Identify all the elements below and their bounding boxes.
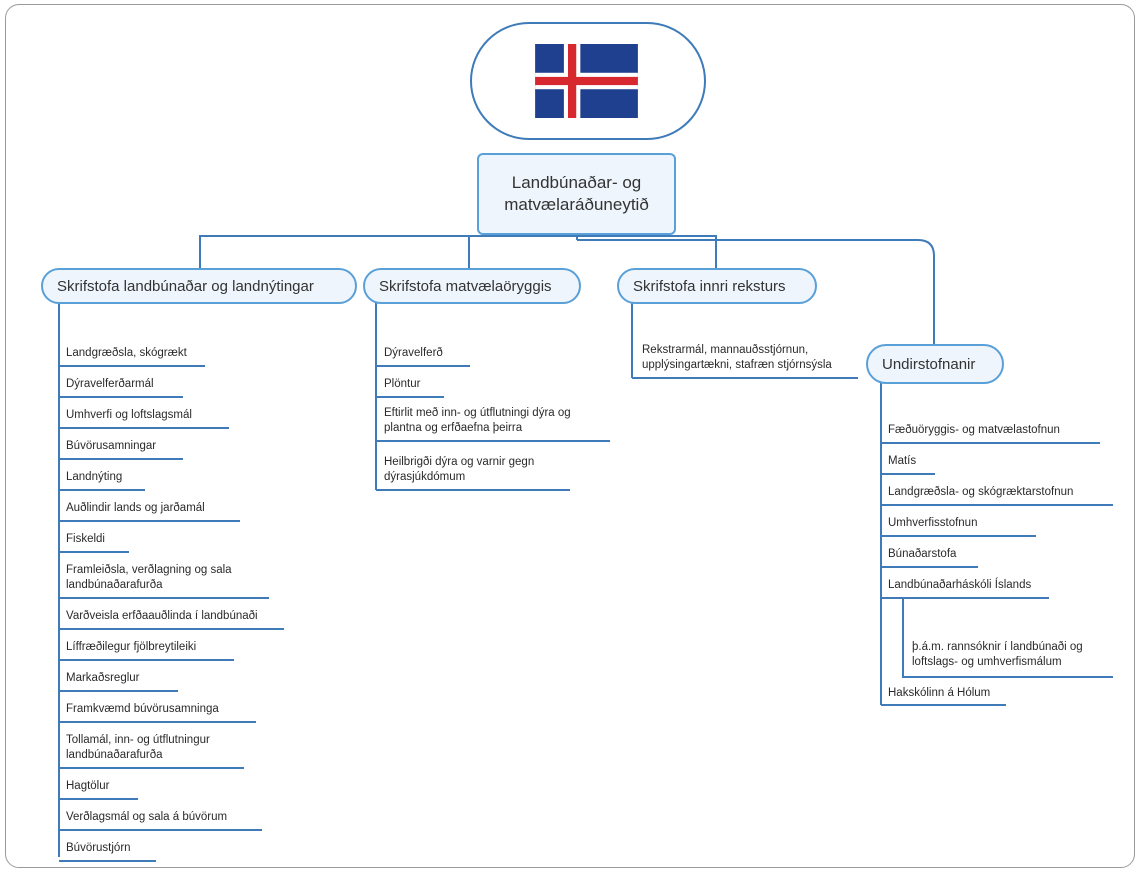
list-item: Hakskólinn á Hólum <box>888 687 991 699</box>
list-item: Líffræðilegur fjölbreytileiki <box>66 641 197 653</box>
list-item: Landgræðsla- og skógræktarstofnun <box>888 486 1074 498</box>
list-item: Plöntur <box>384 378 421 390</box>
list-item: Landnýting <box>66 471 123 483</box>
dept-label: Skrifstofa landbúnaðar og landnýtingar <box>57 277 314 295</box>
dept-node-undirstofnanir: Undirstofnanir <box>866 344 1004 384</box>
dept-node-innri-rekstur: Skrifstofa innri reksturs <box>617 268 817 304</box>
dept-label: Skrifstofa matvælaöryggis <box>379 277 552 295</box>
dept-label: Undirstofnanir <box>882 355 976 373</box>
list-item: Framkvæmd búvörusamninga <box>66 703 219 715</box>
list-item: Landbúnaðarháskóli Íslands <box>888 579 1032 591</box>
list-item: Búvörusamningar <box>66 440 157 452</box>
list-item: Búvörustjórn <box>66 842 131 854</box>
ministry-name-line2: matvælaráðuneytið <box>504 195 649 214</box>
dept-node-matvaelaoryggi: Skrifstofa matvælaöryggis <box>363 268 581 304</box>
list-item: Umhverfisstofnun <box>888 517 978 529</box>
list-item: Matís <box>888 455 917 467</box>
list-item: Landgræðsla, skógrækt <box>66 347 187 359</box>
list-item: Varðveisla erfðaauðlinda í landbúnaði <box>66 610 258 622</box>
iceland-flag-icon <box>535 44 638 118</box>
list-item: Eftirlit með inn- og útflutningi dýra og… <box>384 407 571 434</box>
list-item: Hagtölur <box>66 780 110 792</box>
list-item: Dýravelferðarmál <box>66 378 154 390</box>
list-item: Verðlagsmál og sala á búvörum <box>66 811 228 823</box>
list-item: Markaðsreglur <box>66 672 140 684</box>
dept-label: Skrifstofa innri reksturs <box>633 277 786 295</box>
list-item: Auðlindir lands og jarðamál <box>66 502 205 514</box>
dept-node-landbunadur: Skrifstofa landbúnaðar og landnýtingar <box>41 268 357 304</box>
list-item: Rekstrarmál, mannauðsstjórnun,upplýsinga… <box>642 344 832 371</box>
list-item: Umhverfi og loftslagsmál <box>66 409 192 421</box>
list-item: Búnaðarstofa <box>888 548 957 560</box>
list-item: Dýravelferð <box>384 347 443 359</box>
ministry-name-line1: Landbúnaðar- og <box>511 173 642 192</box>
flag-node <box>470 22 706 140</box>
list-item: Fiskeldi <box>66 533 105 545</box>
ministry-root-node: Landbúnaðar- og matvælaráðuneytið <box>477 153 676 235</box>
list-item: Fæðuöryggis- og matvælastofnun <box>888 424 1060 436</box>
